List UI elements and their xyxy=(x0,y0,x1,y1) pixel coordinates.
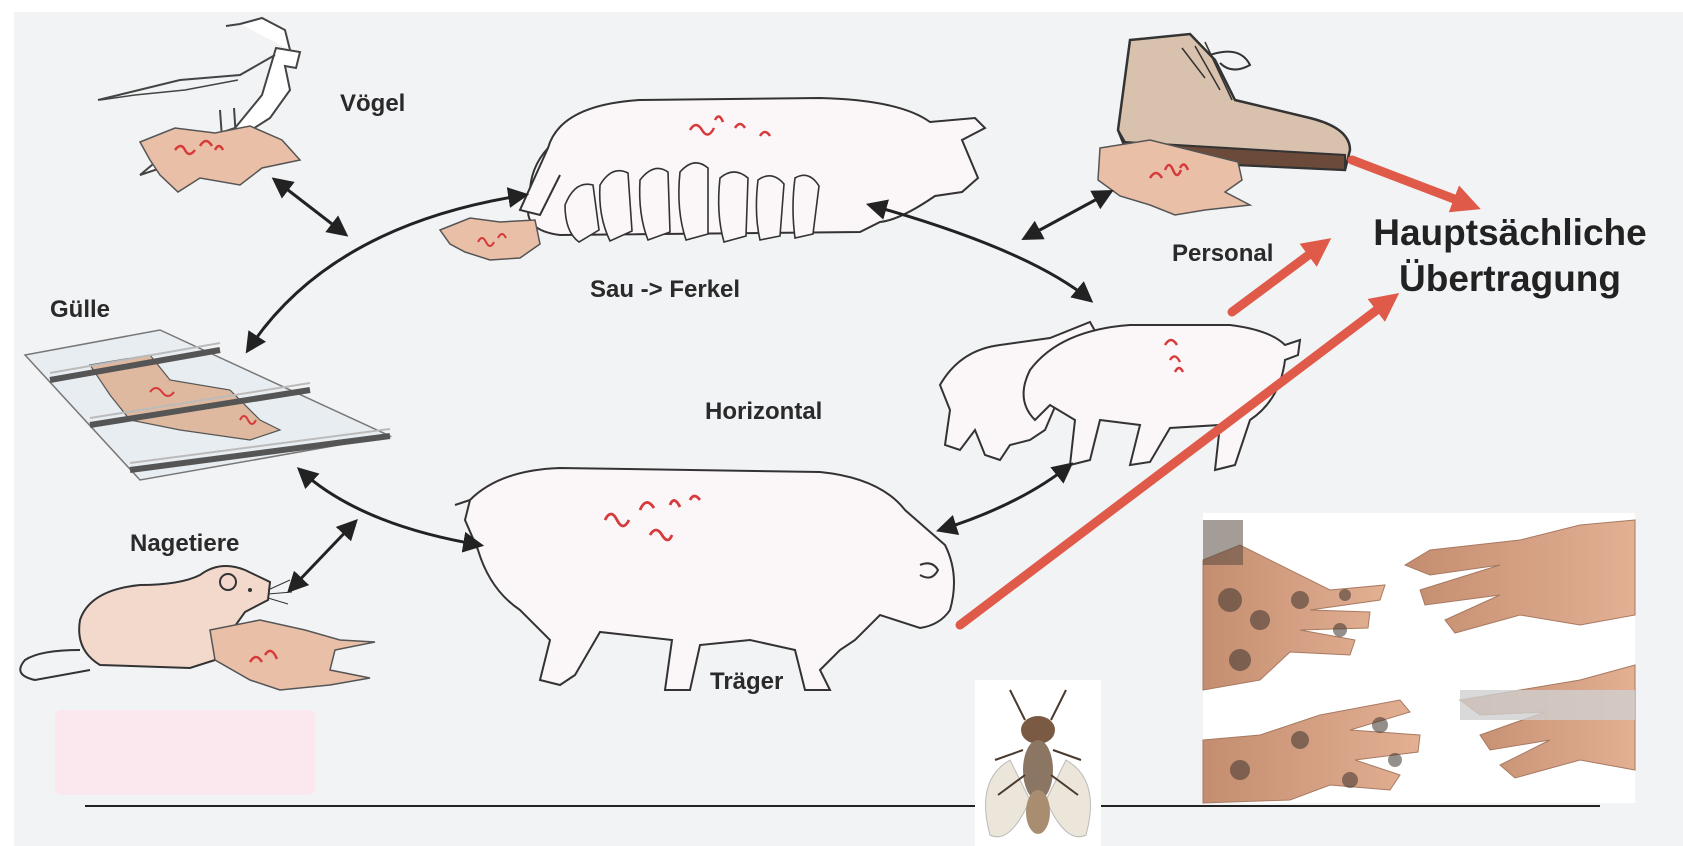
arrow-rodent xyxy=(290,522,355,590)
dirt-patch-rodent xyxy=(210,620,375,690)
label-horizontal: Horizontal xyxy=(705,398,822,426)
label-sau-ferkel: Sau -> Ferkel xyxy=(590,276,740,304)
main-title-line2: Übertragung xyxy=(1340,256,1680,302)
label-nagetiere: Nagetiere xyxy=(130,530,239,558)
main-transmission-title: Hauptsächliche Übertragung xyxy=(1340,210,1680,302)
label-traeger: Träger xyxy=(710,668,783,696)
pig-carrier-icon xyxy=(455,468,954,690)
pink-smudge xyxy=(55,710,315,795)
sow-with-piglets-icon xyxy=(520,98,985,242)
fly-photo xyxy=(975,680,1101,846)
red-arrow-boot xyxy=(1352,160,1470,205)
arrow-guelle-traeger xyxy=(300,470,480,545)
label-guelle: Gülle xyxy=(50,296,110,324)
dirt-patch-sow xyxy=(440,218,540,260)
piglets-icon xyxy=(940,322,1300,470)
main-title-line1: Hauptsächliche xyxy=(1340,210,1680,256)
arrow-guelle-sau xyxy=(248,195,525,350)
label-personal: Personal xyxy=(1172,240,1273,268)
arrow-bird xyxy=(275,180,345,234)
slatted-floor-icon xyxy=(25,330,390,480)
arrow-boot xyxy=(1025,192,1110,238)
label-voegel: Vögel xyxy=(340,90,405,118)
arrow-piglets-traeger xyxy=(940,465,1070,530)
dirty-hands-photo xyxy=(1203,513,1635,803)
